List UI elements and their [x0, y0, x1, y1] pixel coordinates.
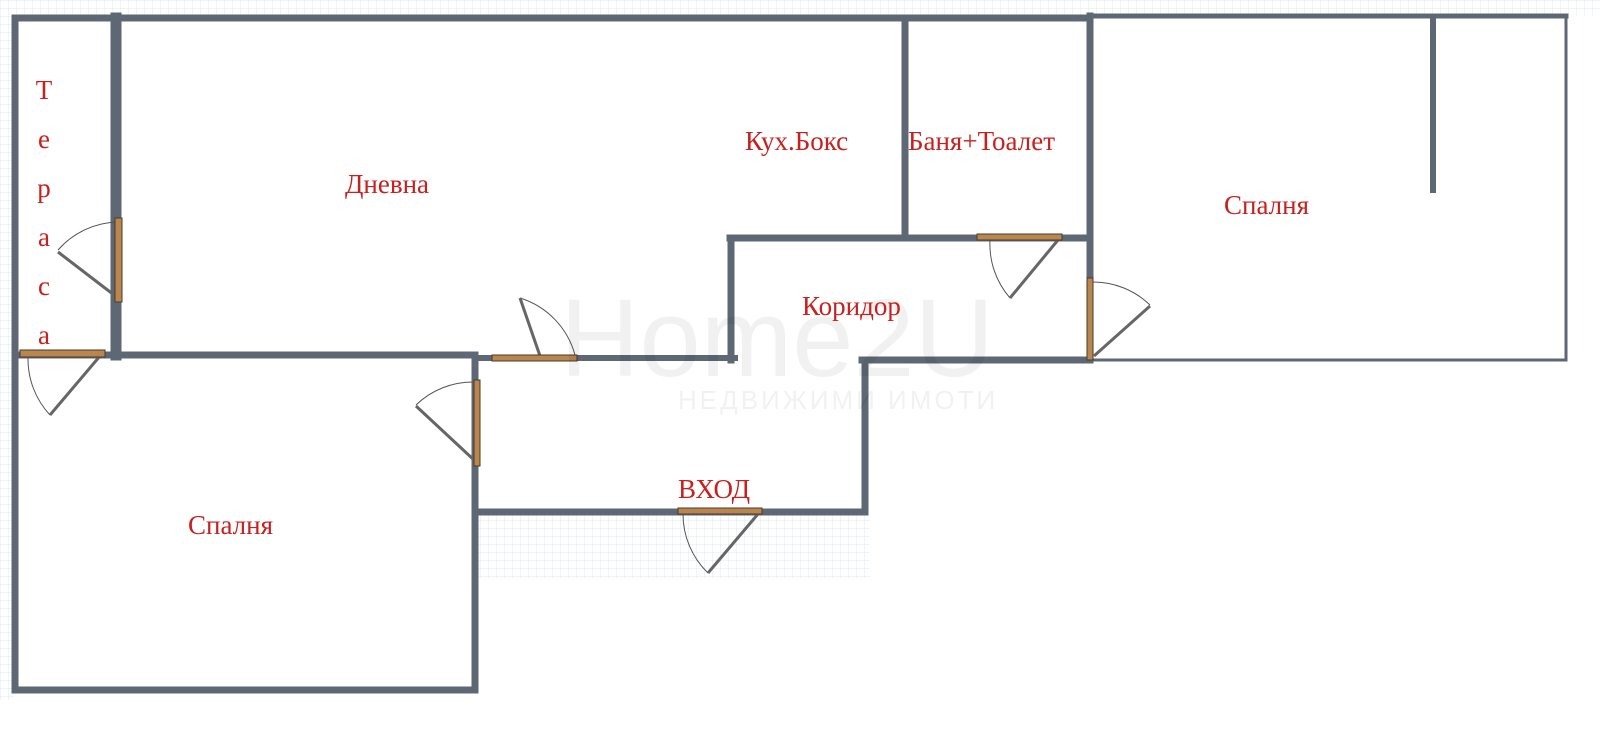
grid-background: [478, 514, 870, 578]
watermark-tagline: НЕДВИЖИМИ ИМОТИ: [678, 385, 999, 415]
grid-background: [0, 0, 1600, 16]
door-living[interactable]: [491, 297, 578, 362]
door-terrace-living[interactable]: [57, 217, 123, 303]
door-entrance[interactable]: [677, 507, 763, 574]
doors: [19, 217, 1151, 574]
grid-background: [0, 0, 14, 700]
label-living: Дневна: [345, 169, 430, 199]
label-entrance: ВХОД: [678, 474, 751, 504]
label-bedroom-right: Спалня: [1224, 190, 1310, 220]
label-corridor: Коридор: [802, 291, 901, 321]
door-terrace-bedroom[interactable]: [19, 349, 106, 416]
watermark-brand: Home2U: [560, 277, 995, 400]
label-bedroom-left: Спалня: [188, 510, 274, 540]
door-bathroom[interactable]: [976, 233, 1063, 299]
label-bath: Баня+Тоалет: [908, 126, 1056, 156]
label-kitchen: Кух.Бокс: [745, 126, 849, 156]
door-bedroom-right[interactable]: [1086, 277, 1151, 361]
label-terrace: Т е р а с а: [35, 75, 53, 350]
door-bedroom-left[interactable]: [414, 379, 481, 467]
